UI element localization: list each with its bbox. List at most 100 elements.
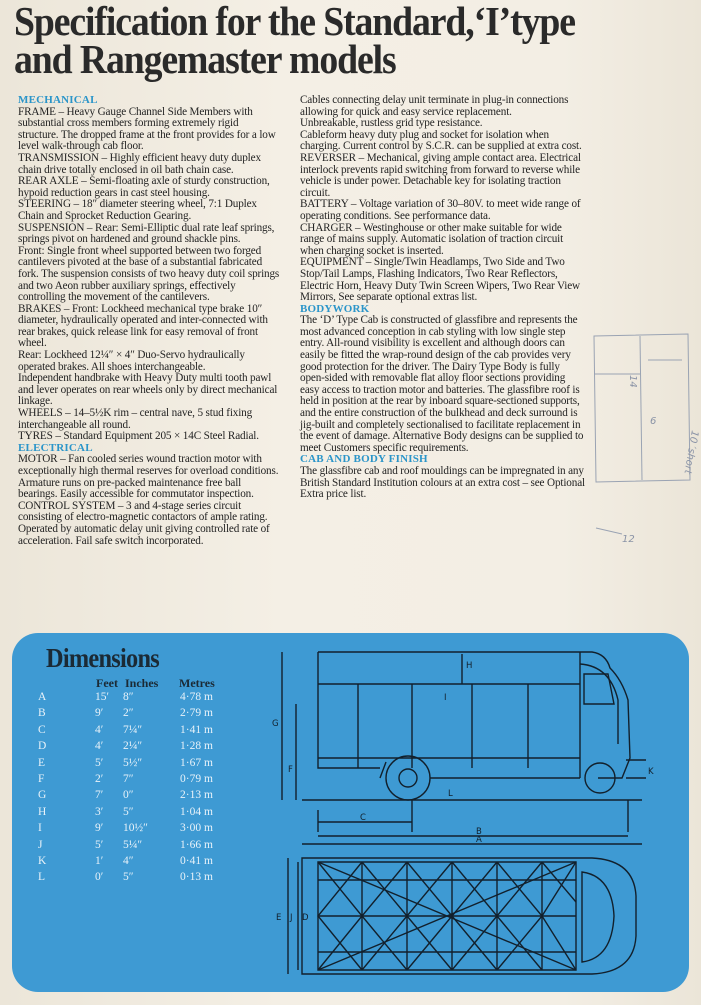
- dimension-row: C 4′ 7¼″ 1·41 m: [38, 724, 258, 740]
- dimension-inches: 2¼″: [123, 740, 143, 753]
- dimension-row: E 5′ 5½″ 1·67 m: [38, 757, 258, 773]
- label-j: J: [289, 913, 293, 923]
- dimension-row: D 4′ 2¼″ 1·28 m: [38, 740, 258, 756]
- section-heading: CAB AND BODY FINISH: [300, 453, 428, 466]
- dimension-feet: 5′: [95, 838, 104, 851]
- dimension-metres: 2·13 m: [180, 789, 213, 802]
- label-c: C: [360, 813, 366, 823]
- dimension-feet: 4′: [95, 740, 104, 753]
- front-wheel: [584, 762, 616, 794]
- header-metres: Metres: [179, 676, 215, 690]
- dimension-inches: 8″: [123, 691, 134, 703]
- spec-paragraph: Cableform heavy duty plug and socket for…: [300, 128, 582, 153]
- label-i: I: [444, 693, 447, 703]
- plan-body-outline: [301, 857, 637, 975]
- sketch-note-2: 6: [650, 416, 656, 427]
- dimension-letter: L: [38, 871, 46, 884]
- vehicle-drawing: H I G F L K C B A E J D: [272, 651, 654, 975]
- label-l: L: [448, 789, 453, 799]
- dimension-row: I 9′ 10½″ 3·00 m: [38, 822, 258, 838]
- side-body-outline: [318, 651, 631, 779]
- title-line-1: Specification for the Standard,‘I’type: [14, 0, 576, 44]
- spec-paragraph: STEERING – 18″ diameter steering wheel, …: [18, 198, 257, 222]
- dimension-inches: 5″: [123, 871, 134, 884]
- dimension-feet: 9′: [95, 707, 104, 720]
- dimension-letter: J: [38, 838, 43, 851]
- spec-paragraph: Rear: Lockheed 12¼″ × 4″ Duo-Servo hydra…: [18, 349, 245, 373]
- dimension-letter: A: [38, 691, 47, 703]
- dimension-feet: 7′: [95, 789, 104, 802]
- dimension-feet: 5′: [95, 756, 104, 769]
- dimension-letter: C: [38, 723, 46, 736]
- dimensions-title: Dimensions: [46, 643, 160, 673]
- label-e: E: [276, 913, 281, 923]
- header-inches: Inches: [125, 676, 159, 690]
- label-a: A: [476, 835, 482, 845]
- spec-paragraph: Cables connecting delay unit terminate i…: [300, 94, 569, 118]
- spec-paragraph: Unbreakable, rustless grid type resistan…: [300, 117, 483, 130]
- dimension-feet: 4′: [95, 723, 104, 736]
- dimension-metres: 1·28 m: [180, 740, 213, 753]
- dimension-inches: 0″: [123, 789, 134, 802]
- label-g: G: [272, 719, 279, 729]
- spec-paragraph: TYRES – Standard Equipment 205 × 14C Ste…: [18, 430, 259, 443]
- dimension-metres: 0·79 m: [180, 773, 213, 785]
- dimension-metres: 1·04 m: [180, 805, 213, 818]
- spec-paragraph: The ‘D’ Type Cab is constructed of glass…: [300, 314, 584, 454]
- pencil-sketch: 14 6 10 ′short 12: [593, 333, 700, 545]
- spec-paragraph: WHEELS – 14–5½K rim – central nave, 5 st…: [18, 407, 253, 431]
- dimension-metres: 1·67 m: [180, 756, 213, 769]
- dimension-feet: 1′: [95, 855, 104, 867]
- spec-paragraph: Independent handbrake with Heavy Duty mu…: [18, 372, 278, 408]
- label-f: F: [288, 765, 293, 775]
- spec-paragraph: Front: Single front wheel supported betw…: [18, 244, 280, 304]
- dimension-letter: E: [38, 756, 46, 769]
- label-d: D: [302, 913, 309, 923]
- dimension-inches: 5½″: [123, 756, 143, 769]
- sketch-note-1: 14: [627, 375, 638, 388]
- dimension-metres: 0·41 m: [180, 855, 213, 867]
- dimension-row: B 9′ 2″ 2·79 m: [38, 707, 258, 723]
- section-heading: ELECTRICAL: [18, 441, 93, 454]
- page-title: Specification for the Standard,‘I’type a…: [14, 0, 576, 80]
- dimension-row: K 1′ 4″ 0·41 m: [38, 855, 258, 871]
- dimension-feet: 9′: [95, 822, 104, 835]
- dimension-row: J 5′ 5¼″ 1·66 m: [38, 839, 258, 855]
- dimension-row: G 7′ 0″ 2·13 m: [38, 789, 258, 805]
- dimension-inches: 7¼″: [123, 723, 143, 736]
- spec-paragraph: CONTROL SYSTEM – 3 and 4-stage series ci…: [18, 499, 270, 547]
- spec-paragraph: The glassfibre cab and roof mouldings ca…: [300, 465, 585, 501]
- dimension-letter: D: [38, 740, 47, 753]
- dimension-metres: 3·00 m: [180, 822, 213, 835]
- dimension-inches: 4″: [123, 855, 134, 867]
- spec-paragraph: BATTERY – Voltage variation of 30–80V. t…: [300, 198, 581, 222]
- dimension-metres: 2·79 m: [180, 707, 213, 720]
- dimension-inches: 10½″: [123, 822, 148, 835]
- dimension-letter: I: [38, 822, 42, 835]
- dimension-feet: 2′: [95, 773, 104, 785]
- dimension-inches: 5¼″: [123, 838, 143, 851]
- title-line-2: and Rangemaster models: [14, 36, 397, 82]
- dimension-metres: 4·78 m: [180, 691, 213, 703]
- dimension-feet: 0′: [95, 871, 104, 884]
- dimension-row: H 3′ 5″ 1·04 m: [38, 806, 258, 822]
- dimension-metres: 1·41 m: [180, 723, 213, 736]
- dimension-metres: 1·66 m: [180, 838, 213, 851]
- spec-paragraph: BRAKES – Front: Lockheed mechanical type…: [18, 302, 268, 350]
- dimension-inches: 5″: [123, 805, 134, 818]
- spec-paragraph: MOTOR – Fan cooled series wound traction…: [18, 453, 279, 501]
- dimension-feet: 3′: [95, 805, 104, 818]
- dimension-letter: G: [38, 789, 47, 802]
- spec-column-right: Cables connecting delay unit terminate i…: [300, 94, 585, 501]
- dimension-letter: K: [38, 855, 47, 867]
- header-feet: Feet: [96, 676, 118, 690]
- dimension-letter: B: [38, 707, 46, 720]
- dimension-letter: H: [38, 805, 47, 818]
- dimension-inches: 2″: [123, 707, 134, 720]
- dimension-letter: F: [38, 773, 45, 785]
- spec-paragraph: SUSPENSION – Rear: Semi-Elliptic dual ra…: [18, 221, 275, 246]
